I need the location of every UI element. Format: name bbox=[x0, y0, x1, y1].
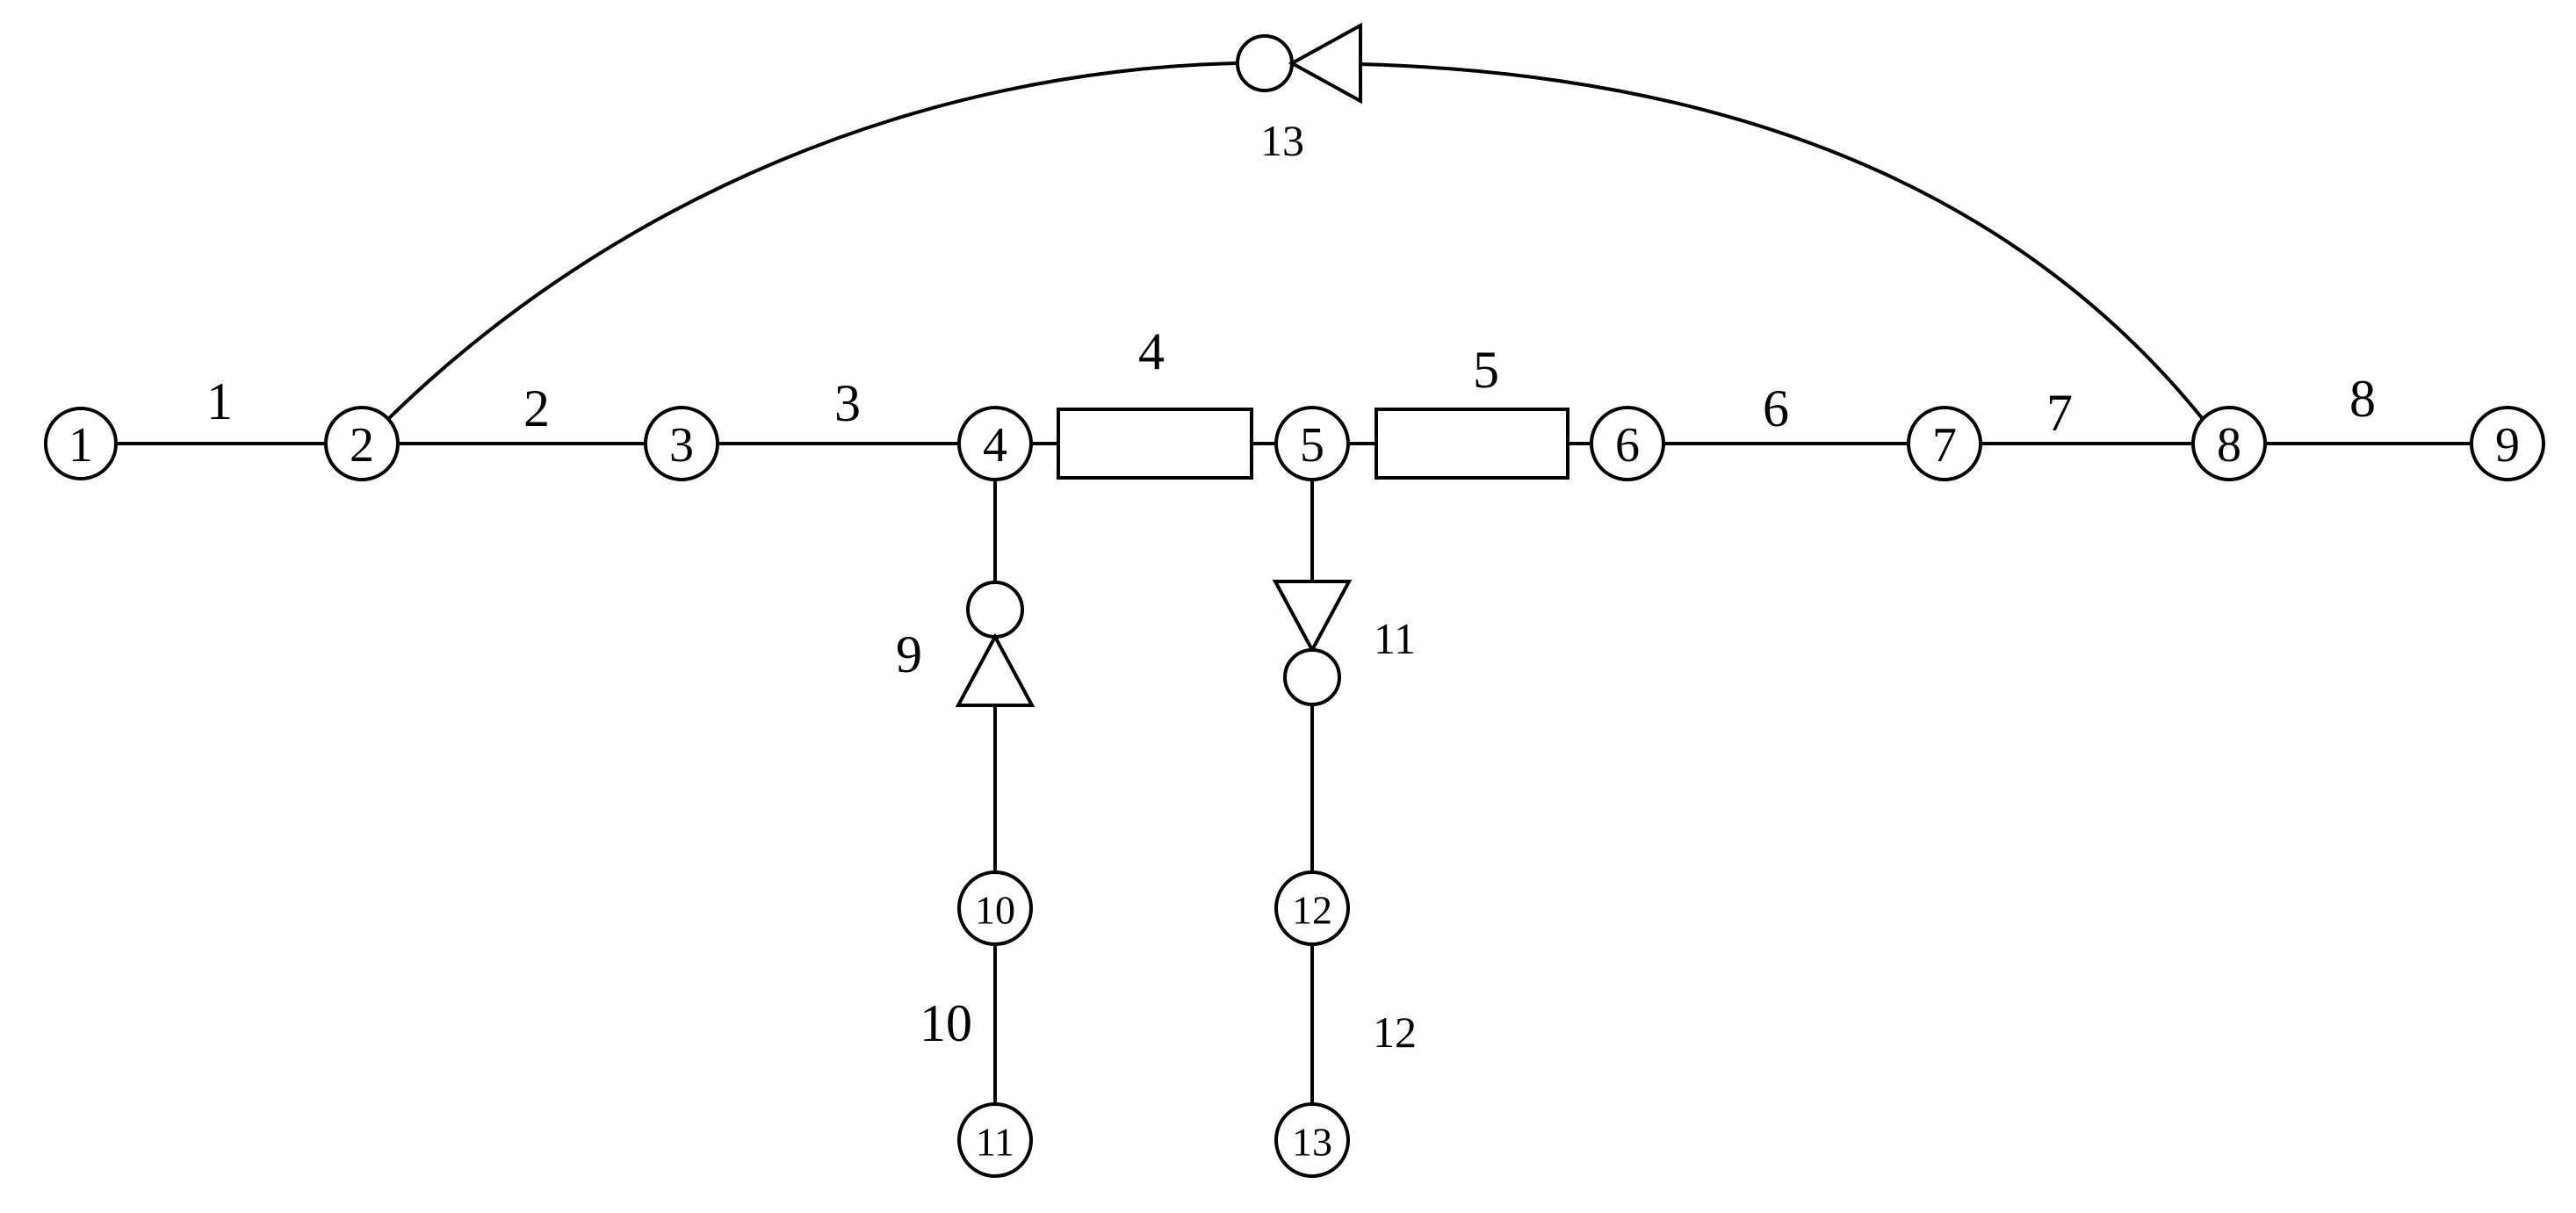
edge-3-label: 3 bbox=[834, 374, 861, 432]
node-1: 1 bbox=[44, 407, 118, 480]
svg-text:8: 8 bbox=[2217, 418, 2241, 473]
svg-text:11: 11 bbox=[976, 1120, 1014, 1165]
svg-text:2: 2 bbox=[350, 418, 374, 473]
edge-8-label: 8 bbox=[2349, 370, 2376, 428]
node-11: 11 bbox=[957, 1102, 1033, 1178]
edge-9-label: 9 bbox=[896, 625, 922, 683]
svg-text:9: 9 bbox=[2495, 418, 2520, 473]
node-3: 3 bbox=[644, 406, 719, 481]
edge-9-pump-circle bbox=[966, 581, 1024, 639]
svg-text:12: 12 bbox=[1292, 888, 1332, 933]
node-9: 9 bbox=[2470, 406, 2545, 481]
edge-7-label: 7 bbox=[2046, 384, 2073, 442]
svg-text:10: 10 bbox=[975, 888, 1015, 933]
svg-text:7: 7 bbox=[1932, 418, 1957, 473]
edge-13-arc-left bbox=[386, 61, 1238, 421]
node-13: 13 bbox=[1274, 1102, 1350, 1178]
edge-9-pump-triangle bbox=[955, 632, 1035, 707]
node-7: 7 bbox=[1907, 406, 1982, 481]
svg-text:13: 13 bbox=[1292, 1120, 1332, 1165]
edge-13-label: 13 bbox=[1260, 116, 1304, 165]
edge-13-pump-triangle bbox=[1288, 22, 1362, 105]
svg-text:6: 6 bbox=[1615, 418, 1640, 473]
svg-text:3: 3 bbox=[669, 418, 694, 473]
node-4: 4 bbox=[957, 406, 1033, 481]
svg-text:1: 1 bbox=[69, 418, 93, 473]
edge-12-label: 12 bbox=[1373, 1007, 1417, 1057]
node-5: 5 bbox=[1274, 406, 1350, 481]
node-8: 8 bbox=[2191, 406, 2267, 481]
node-6: 6 bbox=[1590, 406, 1665, 481]
edge-10-label: 10 bbox=[920, 994, 972, 1052]
edge-2-label: 2 bbox=[523, 379, 550, 437]
edge-6-label: 6 bbox=[1763, 379, 1789, 437]
edge-5-component bbox=[1375, 408, 1569, 480]
edge-1-label: 1 bbox=[206, 372, 233, 430]
node-10: 10 bbox=[957, 870, 1033, 946]
edge-13-arc-right bbox=[1360, 62, 2204, 421]
edge-11-pump-circle bbox=[1283, 648, 1341, 706]
edge-11-pump-triangle bbox=[1272, 580, 1353, 654]
edge-13-pump-circle bbox=[1236, 34, 1294, 92]
edge-5-label: 5 bbox=[1473, 341, 1499, 399]
edge-4-component bbox=[1057, 408, 1253, 480]
svg-text:4: 4 bbox=[983, 418, 1007, 473]
node-12: 12 bbox=[1274, 870, 1350, 946]
node-2: 2 bbox=[324, 406, 400, 481]
edge-4-label: 4 bbox=[1138, 322, 1165, 380]
edge-11-label: 11 bbox=[1374, 614, 1416, 663]
svg-text:5: 5 bbox=[1300, 418, 1324, 473]
